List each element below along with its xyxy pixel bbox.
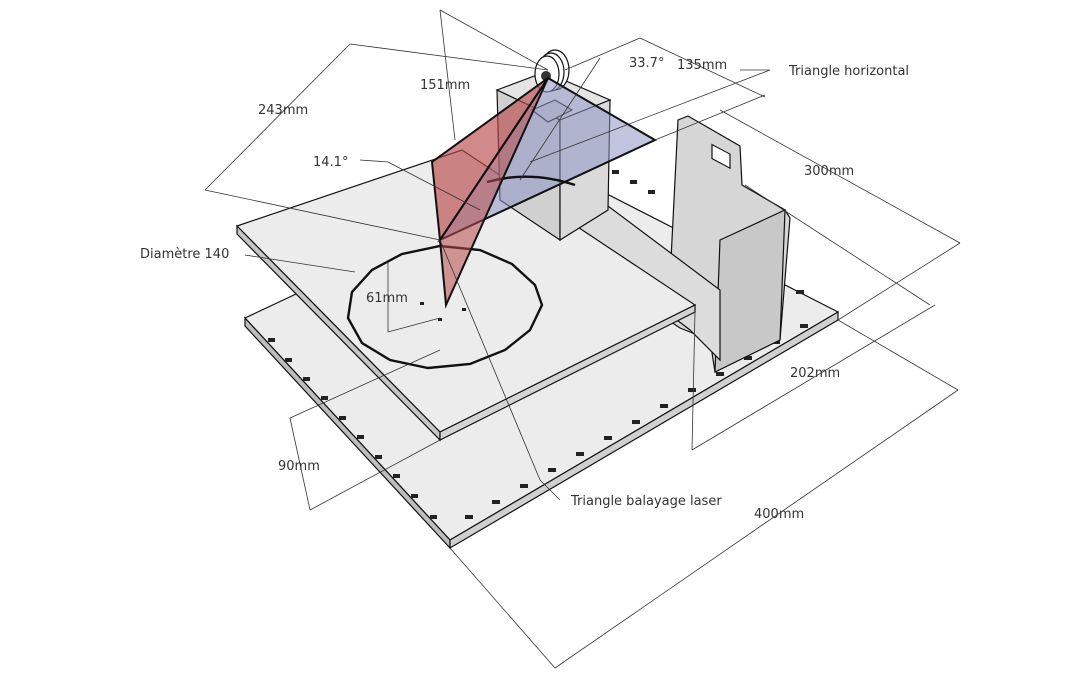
- label-triangle-horizontal: Triangle horizontal: [789, 64, 910, 79]
- dimension-243: 243mm: [258, 103, 309, 118]
- dimension-90: 90mm: [278, 459, 320, 474]
- laser-sweep-triangle: [430, 77, 549, 309]
- upper-plate: [235, 149, 697, 442]
- angle-14: 14.1°: [313, 155, 349, 170]
- dimension-lines: [204, 9, 961, 669]
- angle-33: 33.7°: [629, 56, 665, 71]
- center-holes: [420, 302, 466, 321]
- dimension-135: 135mm: [677, 58, 728, 73]
- dimension-400: 400mm: [754, 507, 805, 522]
- dimension-300: 300mm: [804, 164, 855, 179]
- dimension-61: 61mm: [366, 291, 408, 306]
- scan-circle: [346, 244, 544, 370]
- dimension-202: 202mm: [790, 366, 841, 381]
- label-diametre: Diamètre 140: [140, 247, 230, 262]
- dimension-151: 151mm: [420, 78, 471, 93]
- label-triangle-balayage: Triangle balayage laser: [571, 494, 722, 509]
